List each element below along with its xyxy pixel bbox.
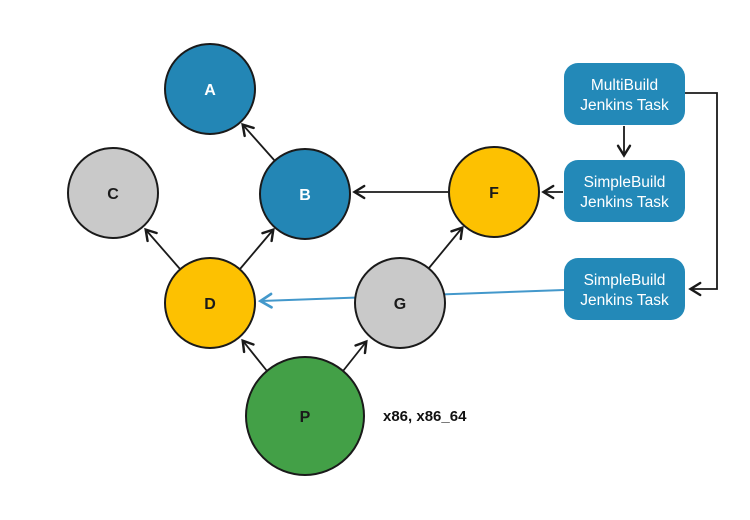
- task-box-simplebuild-1-line2: Jenkins Task: [580, 194, 669, 211]
- edge-g-to-f: [428, 225, 464, 269]
- node-b-label: B: [299, 187, 311, 204]
- node-a-circle: [164, 43, 256, 135]
- node-f-label: F: [489, 185, 499, 202]
- edge-p-to-g: [342, 339, 368, 372]
- node-d-circle: [164, 257, 256, 349]
- edge-multibuild-to-simplebuild2: [685, 92, 718, 297]
- node-g-label: G: [394, 296, 406, 313]
- node-p: P: [245, 356, 365, 476]
- node-b-circle: [259, 148, 351, 240]
- node-f-circle: [448, 146, 540, 238]
- task-box-multibuild: MultiBuild Jenkins Task: [564, 63, 685, 125]
- node-a: A: [164, 43, 256, 135]
- task-box-multibuild-rect: [564, 63, 685, 125]
- task-box-simplebuild-1: SimpleBuild Jenkins Task: [564, 160, 685, 222]
- node-g: G: [354, 257, 446, 349]
- task-box-simplebuild-1-rect: [564, 160, 685, 222]
- edge-p-to-d: [241, 338, 268, 372]
- edge-d-to-b: [239, 227, 275, 270]
- node-b: B: [259, 148, 351, 240]
- node-c-label: C: [107, 186, 119, 203]
- task-box-simplebuild-1-line1: SimpleBuild: [584, 174, 666, 191]
- node-f: F: [448, 146, 540, 238]
- node-c: C: [67, 147, 159, 239]
- node-c-circle: [67, 147, 159, 239]
- architecture-annotation: x86, x86_64: [383, 408, 467, 425]
- task-box-simplebuild-2-line2: Jenkins Task: [580, 292, 669, 309]
- task-box-multibuild-line1: MultiBuild: [591, 77, 658, 94]
- node-g-circle: [354, 257, 446, 349]
- node-d-label: D: [204, 296, 216, 313]
- node-a-label: A: [204, 82, 216, 99]
- node-p-label: P: [300, 409, 311, 426]
- task-box-simplebuild-2-line1: SimpleBuild: [584, 272, 666, 289]
- task-box-multibuild-line2: Jenkins Task: [580, 97, 669, 114]
- task-box-simplebuild-2: SimpleBuild Jenkins Task: [564, 258, 685, 320]
- edge-d-to-c: [144, 227, 181, 270]
- node-d: D: [164, 257, 256, 349]
- node-p-circle: [245, 356, 365, 476]
- edge-b-to-a: [241, 122, 276, 162]
- task-box-simplebuild-2-rect: [564, 258, 685, 320]
